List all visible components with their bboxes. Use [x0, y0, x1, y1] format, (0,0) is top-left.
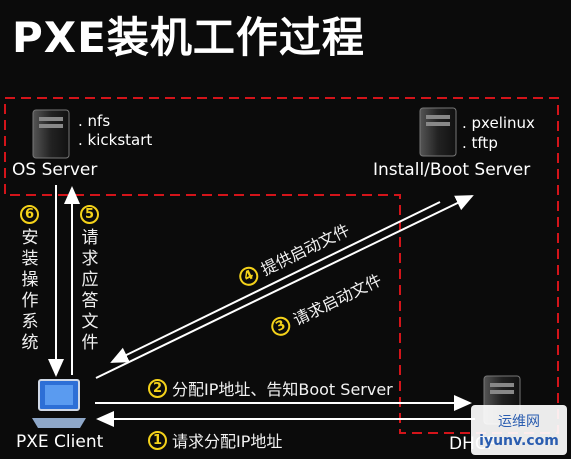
step-2-text: 分配IP地址、告知Boot Server [172, 380, 393, 399]
step-1-text: 请求分配IP地址 [172, 432, 283, 451]
step-5-badge: 5 [80, 205, 99, 224]
pxe-client-icon [32, 379, 86, 428]
step-2-badge: 2 [148, 378, 167, 398]
step-2: 2 分配IP地址、告知Boot Server [148, 376, 393, 400]
step-6-text: 安装操作系统 [21, 228, 39, 353]
arrow-request-boot-file [95, 195, 474, 379]
boot-server-item-tftp: . tftp [462, 134, 498, 152]
pxe-client-label: PXE Client [16, 432, 104, 452]
watermark-line2: iyunv.com [479, 433, 559, 449]
os-server-label: OS Server [12, 160, 98, 180]
step-5-text: 请求应答文件 [81, 228, 99, 353]
page-title: PXE装机工作过程 [12, 13, 365, 62]
server-zone-border [4, 97, 559, 434]
step-6-badge: 6 [20, 205, 39, 224]
os-server-icon [32, 109, 70, 159]
step-1-badge: 1 [148, 430, 167, 450]
boot-server-item-pxelinux: . pxelinux [462, 114, 535, 132]
boot-server-icon [419, 107, 457, 157]
watermark-line1: 运维网 [498, 414, 540, 430]
os-server-item-nfs: . nfs [78, 112, 111, 130]
watermark: 运维网 iyunv.com [471, 405, 567, 455]
step-1: 1 请求分配IP地址 [148, 428, 282, 452]
os-server-item-kickstart: . kickstart [78, 131, 153, 149]
boot-server-label: Install/Boot Server [373, 160, 531, 180]
arrow-provide-boot-file [110, 201, 441, 363]
